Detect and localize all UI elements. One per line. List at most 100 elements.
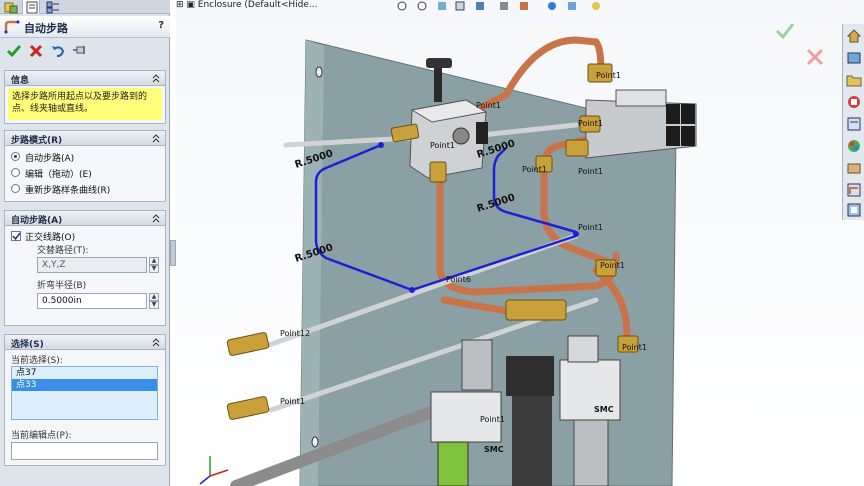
info-message: 选择步路所用起点以及要步路到的点、线夹轴或直线。 xyxy=(8,88,162,120)
previous-view-icon[interactable] xyxy=(438,2,446,10)
confirm-ok-icon[interactable] xyxy=(774,20,796,42)
point-label: Point12 xyxy=(280,329,310,338)
list-item-selected[interactable]: 点33 xyxy=(12,379,157,391)
cancel-button[interactable] xyxy=(28,43,46,59)
undo-button[interactable] xyxy=(50,43,68,59)
steel-tube xyxy=(263,233,579,349)
route-point[interactable] xyxy=(378,142,384,148)
task-pane-search[interactable] xyxy=(846,116,862,132)
property-manager-tab[interactable] xyxy=(22,0,40,14)
routing-mode-header[interactable]: 步路模式(R) xyxy=(5,131,165,146)
routing-mode-group: 步路模式(R) 自动步路(A) 编辑（拖动）(E) 重新步路样条曲线(R) xyxy=(4,130,166,202)
collapse-chevron-icon[interactable] xyxy=(151,336,161,348)
folder-icon xyxy=(846,75,862,87)
routing-mode-title: 步路模式(R) xyxy=(11,136,63,146)
spin-up-icon[interactable]: ▲ xyxy=(149,257,159,265)
point-label: Point6 xyxy=(446,275,471,284)
task-pane-resources[interactable] xyxy=(846,50,862,66)
bend-radius-field[interactable]: 0.5000in xyxy=(37,293,147,309)
custom-properties-icon xyxy=(847,163,861,174)
point-label: Point1 xyxy=(596,71,621,80)
collapse-chevron-icon[interactable] xyxy=(151,72,161,84)
radio-button[interactable] xyxy=(11,168,20,177)
route-point[interactable] xyxy=(409,287,415,293)
feature-tree-icon xyxy=(4,2,18,14)
task-pane-design-library[interactable] xyxy=(846,72,862,88)
bend-radius-spinner[interactable]: ▲▼ xyxy=(149,293,159,309)
manager-tabs xyxy=(0,0,170,14)
appearance-icon[interactable] xyxy=(548,2,556,10)
task-pane-file-explorer[interactable] xyxy=(846,94,862,110)
task-pane-appearances[interactable] xyxy=(846,138,862,154)
radio-label: 重新步路样条曲线(R) xyxy=(25,186,111,196)
task-pane-components[interactable] xyxy=(846,202,862,218)
info-group-title: 信息 xyxy=(11,76,30,86)
auto-route-header[interactable]: 自动步路(A) xyxy=(5,211,165,226)
brass-fitting xyxy=(595,259,617,277)
view-toolbar-icons xyxy=(397,1,600,11)
panel-splitter[interactable] xyxy=(170,240,176,266)
collapse-chevron-icon[interactable] xyxy=(151,132,161,144)
task-pane-routing[interactable] xyxy=(846,182,862,198)
section-view-icon[interactable] xyxy=(455,1,465,11)
edit-point-field[interactable] xyxy=(11,442,158,460)
valve-handle xyxy=(434,58,442,102)
graphics-area[interactable]: SMC SMC R.5000 R.5000 R.5000 R.5000 Poin… xyxy=(176,0,864,486)
confirm-cancel-icon[interactable] xyxy=(804,46,826,68)
page-title: 自动步路 xyxy=(24,22,68,35)
task-pane-custom-properties[interactable] xyxy=(846,160,862,176)
radio-reroute-spline[interactable]: 重新步路样条曲线(R) xyxy=(5,181,165,197)
task-pane-home[interactable] xyxy=(846,28,862,44)
ok-button[interactable] xyxy=(6,43,24,59)
model-scene: SMC SMC R.5000 R.5000 R.5000 R.5000 Poin… xyxy=(199,36,697,486)
radio-label: 自动步路(A) xyxy=(25,154,75,164)
config-manager-tab[interactable] xyxy=(44,0,62,14)
check-icon xyxy=(12,232,21,241)
feature-manager-tab[interactable] xyxy=(2,0,20,14)
radio-label: 编辑（拖动）(E) xyxy=(25,170,92,180)
route-point[interactable] xyxy=(573,231,579,237)
expand-icon[interactable]: ⊞ xyxy=(176,0,187,10)
zoom-fit-icon[interactable] xyxy=(397,1,407,11)
close-icon xyxy=(29,44,43,58)
scene-icon[interactable] xyxy=(568,2,576,10)
selection-header[interactable]: 选择(S) xyxy=(5,335,165,350)
point-label: Point1 xyxy=(480,415,505,424)
collapse-chevron-icon[interactable] xyxy=(151,212,161,224)
checkbox[interactable] xyxy=(11,231,21,241)
view-triad xyxy=(199,456,229,485)
zoom-area-icon[interactable] xyxy=(417,1,427,11)
filter-regulator xyxy=(430,335,621,486)
alternate-path-spinner[interactable]: ▲▼ xyxy=(149,257,159,273)
radio-button[interactable] xyxy=(11,184,20,193)
list-item[interactable]: 点37 xyxy=(16,368,37,378)
checkbox-label: 正交线路(O) xyxy=(25,233,76,243)
route-segment xyxy=(411,234,577,292)
radio-edit-drag[interactable]: 编辑（拖动）(E) xyxy=(5,165,165,181)
auto-route-icon xyxy=(4,20,20,34)
current-selection-list[interactable]: 点37 点33 xyxy=(11,366,158,420)
display-style-icon[interactable] xyxy=(500,2,508,10)
copper-tube xyxy=(462,36,605,119)
route-sketch xyxy=(314,143,577,292)
hide-show-icon[interactable] xyxy=(520,2,528,10)
brass-fitting xyxy=(565,139,589,157)
info-group: 信息 选择步路所用起点以及要步路到的点、线夹轴或直线。 xyxy=(4,70,166,124)
spin-up-icon[interactable]: ▲ xyxy=(149,293,159,301)
help-button[interactable]: ? xyxy=(158,20,164,31)
radio-auto-route[interactable]: 自动步路(A) xyxy=(5,149,165,165)
pushpin-button[interactable] xyxy=(72,43,90,59)
brass-fitting xyxy=(579,115,601,133)
tree-root-label: Enclosure (Default<Hide... xyxy=(197,0,318,10)
alternate-path-field[interactable]: X,Y,Z xyxy=(37,257,147,273)
info-group-header[interactable]: 信息 xyxy=(5,71,165,86)
orthogonal-route-checkbox[interactable]: 正交线路(O) xyxy=(5,229,165,243)
view-settings-icon[interactable] xyxy=(592,2,600,10)
home-icon xyxy=(846,29,862,43)
view-orientation-icon[interactable] xyxy=(476,2,484,10)
spin-down-icon[interactable]: ▼ xyxy=(149,301,159,309)
spin-down-icon[interactable]: ▼ xyxy=(149,265,159,273)
feature-tree-flyout[interactable]: ⊞ ▣ Enclosure (Default<Hide... xyxy=(176,0,317,12)
radio-button[interactable] xyxy=(11,152,20,161)
configuration-icon xyxy=(46,1,59,14)
